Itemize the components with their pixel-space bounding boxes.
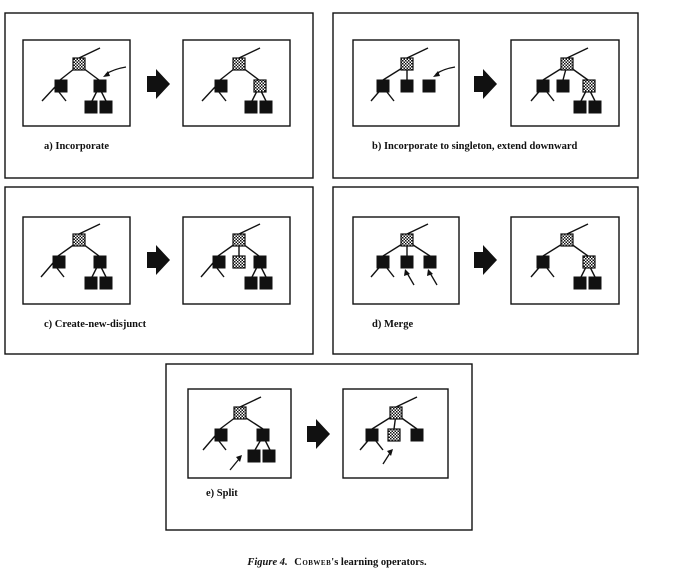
merge-candidate-node	[423, 255, 437, 269]
root-node	[232, 233, 246, 247]
leaf-node	[84, 276, 98, 290]
panel-frame	[332, 12, 639, 179]
tree-before	[352, 216, 460, 305]
right-node	[93, 79, 107, 93]
promoted-node	[410, 428, 424, 442]
transition-arrow	[147, 69, 170, 99]
transition-arrow	[474, 245, 497, 275]
tree-after	[510, 39, 620, 127]
singleton-node	[422, 79, 436, 93]
left-node	[376, 79, 390, 93]
middle-node	[400, 79, 414, 93]
left-node	[54, 79, 68, 93]
left-node	[214, 79, 228, 93]
tree-after	[182, 39, 291, 127]
tree-frame	[182, 39, 291, 127]
left-node	[376, 255, 390, 269]
root-node	[233, 406, 247, 420]
transition-arrow	[474, 69, 497, 99]
tree-frame	[22, 216, 131, 305]
leaf-node	[588, 100, 602, 114]
right-node	[253, 255, 267, 269]
root-node	[72, 233, 86, 247]
leaf-node	[84, 100, 98, 114]
leaf-node	[247, 449, 261, 463]
promoted-node	[387, 428, 401, 442]
panel-split: e) Split	[165, 363, 473, 531]
leaf-node	[588, 276, 602, 290]
panel-frame	[4, 12, 314, 179]
figure-caption: Figure 4. Cobweb's learning operators.	[246, 557, 427, 568]
panel-create-new-disjunct: c) Create-new-disjunct	[4, 186, 314, 355]
tree-frame	[187, 388, 292, 479]
leaf-node	[99, 100, 113, 114]
tree-after	[510, 216, 620, 305]
tree-before	[22, 216, 131, 305]
left-node	[214, 428, 228, 442]
updated-node	[253, 79, 267, 93]
left-node	[536, 255, 550, 269]
left-node	[52, 255, 66, 269]
panel-label: e) Split	[206, 488, 238, 499]
tree-frame	[510, 216, 620, 305]
panel-frame	[4, 186, 314, 355]
leaf-node	[244, 276, 258, 290]
tree-after	[342, 388, 449, 479]
panel-label: c) Create-new-disjunct	[44, 319, 147, 330]
left-node	[536, 79, 550, 93]
tree-before	[187, 388, 292, 479]
panel-merge: d) Merge	[332, 186, 639, 355]
root-node	[72, 57, 86, 71]
split-pointer	[229, 458, 240, 471]
merge-candidate-node	[400, 255, 414, 269]
panel-incorporate: a) Incorporate	[4, 12, 314, 179]
merge-pointer	[406, 272, 415, 286]
root-node	[400, 57, 414, 71]
right-node	[93, 255, 107, 269]
leaf-node	[99, 276, 113, 290]
figure-number: Figure 4.	[246, 557, 287, 568]
root-node	[389, 406, 403, 420]
root-node	[560, 233, 574, 247]
leaf-node	[573, 100, 587, 114]
transition-arrow	[307, 419, 330, 449]
new-disjunct-node	[232, 255, 246, 269]
middle-node	[556, 79, 570, 93]
tree-before	[352, 39, 460, 127]
caption-text: 's learning operators.	[331, 557, 427, 568]
split-pointer	[382, 452, 391, 465]
panel-label: b) Incorporate to singleton, extend down…	[372, 141, 577, 152]
root-node	[560, 57, 574, 71]
leaf-node	[259, 100, 273, 114]
left-node	[365, 428, 379, 442]
extended-node	[582, 79, 596, 93]
system-name: Cobweb	[294, 557, 331, 568]
split-node	[256, 428, 270, 442]
transition-arrow	[147, 245, 170, 275]
leaf-node	[244, 100, 258, 114]
tree-after	[182, 216, 291, 305]
merged-node	[582, 255, 596, 269]
root-node	[232, 57, 246, 71]
panel-incorporate-singleton: b) Incorporate to singleton, extend down…	[332, 12, 639, 179]
panel-label: a) Incorporate	[44, 141, 109, 152]
left-node	[212, 255, 226, 269]
panel-frame	[332, 186, 639, 355]
leaf-node	[259, 276, 273, 290]
root-node	[400, 233, 414, 247]
leaf-node	[573, 276, 587, 290]
leaf-node	[262, 449, 276, 463]
tree-frame	[22, 39, 131, 127]
merge-pointer	[429, 272, 438, 286]
panel-label: d) Merge	[372, 319, 413, 330]
tree-before	[22, 39, 131, 127]
panel-frame	[165, 363, 473, 531]
